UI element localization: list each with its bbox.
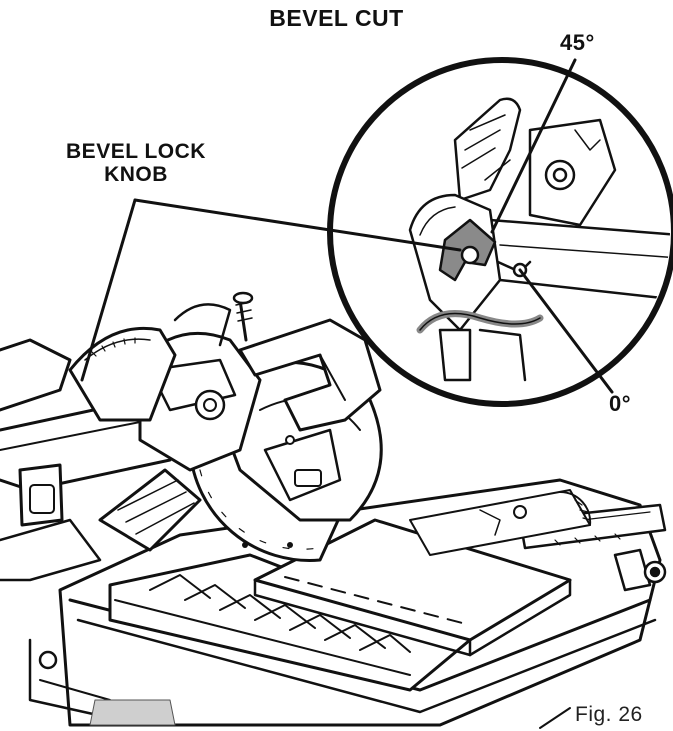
bevel-lock-knob-label-line1: BEVEL LOCK xyxy=(66,140,206,163)
figure-caption: Fig. 26 xyxy=(575,703,643,726)
detail-inset xyxy=(327,57,673,407)
workpiece xyxy=(253,518,572,657)
sliding-tray xyxy=(108,553,472,692)
fence-scale xyxy=(518,503,667,592)
miter-gauge xyxy=(409,489,592,556)
angle-45-label: 45° xyxy=(560,30,595,55)
saw-head xyxy=(68,291,383,562)
bevel-lock-knob-label: BEVEL LOCK KNOB xyxy=(66,140,206,186)
floor-texture xyxy=(89,699,176,726)
bevel-lock-knob-label-line2: KNOB xyxy=(104,163,168,187)
leader-lines xyxy=(80,58,614,729)
angle-0-label: 0° xyxy=(609,391,632,416)
diagram-title: BEVEL CUT xyxy=(269,5,404,31)
